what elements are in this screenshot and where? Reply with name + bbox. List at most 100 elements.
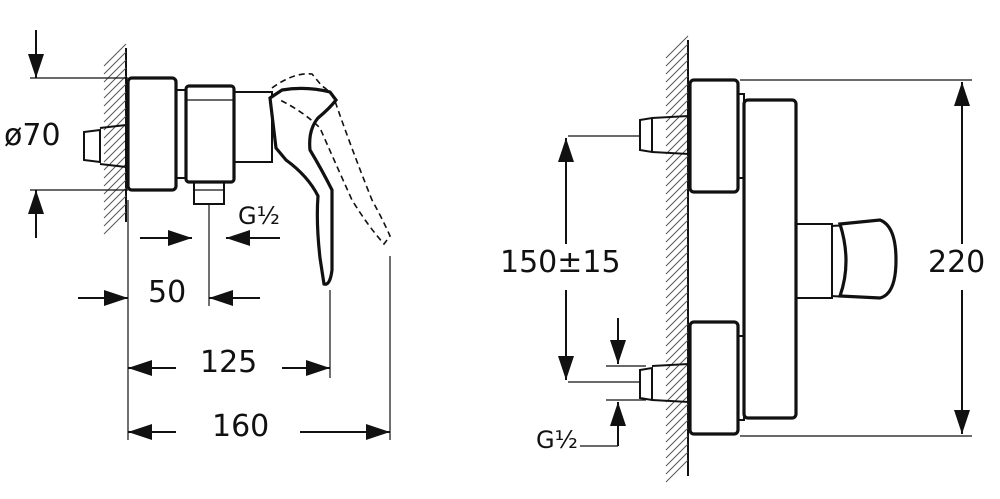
centers-label: 150±15: [500, 245, 621, 280]
hatch-line: [665, 195, 689, 219]
inlet-pipe-tip: [83, 128, 101, 164]
hatch-line: [665, 83, 689, 107]
cartridge-neck: [233, 91, 273, 163]
hatch-line: [665, 315, 689, 339]
hatch-line: [103, 43, 127, 67]
hatch-line: [665, 187, 689, 211]
hatch-line: [103, 131, 127, 155]
hatch-line: [103, 211, 127, 235]
wall-hatch-left: [103, 43, 127, 235]
hatch-line: [103, 67, 127, 91]
hatch-line: [665, 339, 689, 363]
front-view: 150±15 G½ 220: [500, 35, 985, 483]
hatch-line: [665, 307, 689, 331]
hatch-line: [665, 267, 689, 291]
upper-flange: [688, 78, 740, 194]
hatch-line: [665, 171, 689, 195]
hatch-line: [103, 91, 127, 115]
lower-pipe: [651, 362, 689, 404]
hatch-line: [665, 427, 689, 451]
dim-125-label: 125: [200, 345, 257, 380]
hatch-line: [665, 347, 689, 371]
lower-flange: [688, 320, 740, 436]
upper-pipe-tip: [639, 116, 653, 154]
hatch-line: [665, 235, 689, 259]
hatch-line: [665, 75, 689, 99]
hatch-line: [665, 139, 689, 163]
hatch-line: [665, 395, 689, 419]
hatch-line: [103, 83, 127, 107]
hatch-line: [665, 179, 689, 203]
hatch-line: [665, 211, 689, 235]
hatch-line: [103, 75, 127, 99]
hatch-line: [665, 451, 689, 475]
hatch-line: [665, 123, 689, 147]
hatch-line: [665, 243, 689, 267]
lever-handle: [268, 86, 339, 286]
hatch-line: [665, 91, 689, 115]
hatch-line: [665, 35, 689, 59]
hatch-line: [103, 147, 127, 171]
hatch-line: [103, 123, 127, 147]
hatch-line: [665, 259, 689, 283]
hatch-line: [665, 299, 689, 323]
wall-hatch-right: [665, 35, 689, 483]
hatch-line: [665, 371, 689, 395]
hatch-line: [665, 131, 689, 155]
lever-front: [837, 218, 898, 300]
hatch-line: [665, 283, 689, 307]
hatch-line: [103, 195, 127, 219]
hatch-line: [665, 403, 689, 427]
mixer-body-front: [742, 98, 798, 420]
hatch-line: [665, 331, 689, 355]
hatch-line: [103, 203, 127, 227]
hatch-line: [665, 411, 689, 435]
upper-pipe: [651, 114, 689, 156]
outlet-connector: [193, 181, 225, 205]
hatch-line: [665, 147, 689, 171]
hatch-line: [665, 163, 689, 187]
hatch-line: [665, 227, 689, 251]
outlet-thread-label: G½: [238, 202, 280, 230]
hatch-line: [665, 155, 689, 179]
hatch-line: [665, 107, 689, 131]
hatch-line: [665, 363, 689, 387]
hatch-line: [103, 179, 127, 203]
hatch-line: [665, 51, 689, 75]
dim-50-label: 50: [148, 275, 186, 310]
dim-160-label: 160: [212, 409, 269, 444]
inlet-pipe: [99, 123, 127, 169]
hatch-line: [665, 203, 689, 227]
hatch-line: [665, 291, 689, 315]
hatch-line: [665, 355, 689, 379]
hatch-line: [103, 187, 127, 211]
side-view: ø70 G½ 50 125 160: [4, 30, 391, 444]
diameter-label: ø70: [4, 118, 61, 153]
hatch-line: [665, 219, 689, 243]
wall-flange: [126, 76, 178, 192]
hatch-line: [103, 51, 127, 75]
hatch-line: [103, 155, 127, 179]
inlet-thread-label: G½: [536, 426, 578, 454]
hatch-line: [665, 251, 689, 275]
hatch-line: [665, 379, 689, 403]
lever-raised-outline: [271, 72, 391, 246]
hatch-line: [665, 43, 689, 67]
hatch-line: [665, 459, 689, 483]
height-label: 220: [928, 245, 985, 280]
hatch-line: [665, 99, 689, 123]
lower-pipe-tip: [639, 366, 653, 402]
hatch-line: [665, 323, 689, 347]
lever-neck-front: [795, 223, 833, 299]
hatch-line: [665, 443, 689, 467]
hatch-line: [665, 387, 689, 411]
hatch-line: [665, 115, 689, 139]
hatch-line: [665, 67, 689, 91]
hatch-line: [665, 419, 689, 443]
hatch-line: [103, 163, 127, 187]
hatch-line: [665, 275, 689, 299]
hatch-line: [665, 59, 689, 83]
hatch-line: [665, 435, 689, 459]
hatch-line: [103, 139, 127, 163]
